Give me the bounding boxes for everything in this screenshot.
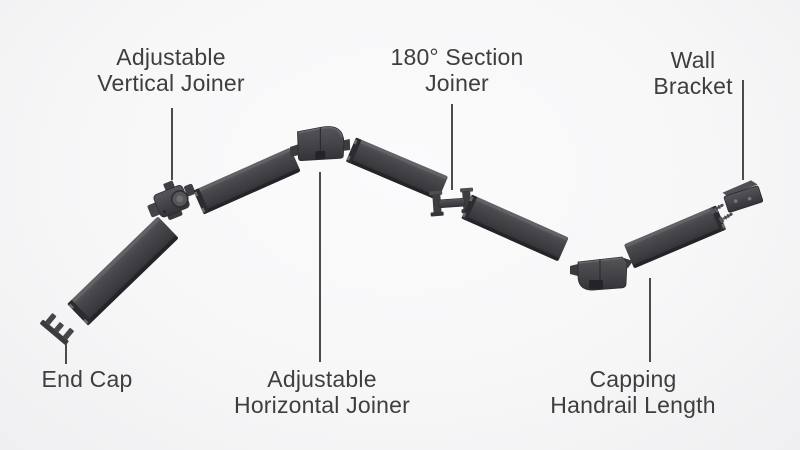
handrail-length-upper-left [193,148,301,215]
leader-line-end-cap [65,344,67,364]
end-cap-part [40,313,74,345]
handrail-length-mid-right [461,194,569,261]
adjustable-horizontal-joiner-part [290,126,351,162]
capping-handrail-length-part [624,205,726,268]
screw-icon [709,203,724,214]
leader-line-wall-bracket [742,80,744,180]
label-capping-handrail-length: Capping Handrail Length [550,366,716,418]
label-end-cap: End Cap [41,366,133,392]
handrail-length-mid-left [346,137,448,200]
adjustable-vertical-joiner-part [147,180,196,220]
leader-line-section-joiner [451,104,453,190]
leader-line-vertical-joiner [171,108,173,180]
wall-bracket-part [722,180,764,213]
screw-icon [718,212,733,223]
label-adjustable-vertical-joiner: Adjustable Vertical Joiner [97,44,245,96]
horizontal-joiner-valley-part [570,256,633,291]
label-wall-bracket: Wall Bracket [653,47,733,99]
label-180-section-joiner: 180° Section Joiner [390,44,524,96]
label-adjustable-horizontal-joiner: Adjustable Horizontal Joiner [234,366,410,418]
leader-line-capping-length [649,278,651,362]
leader-line-horizontal-joiner [319,172,321,362]
handrail-length-lower-left [67,217,178,326]
